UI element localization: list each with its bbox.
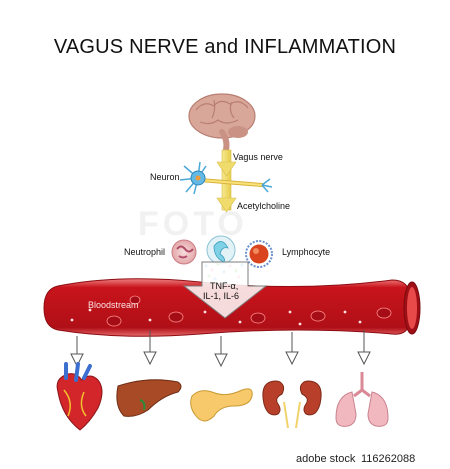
cytokine-arrow [182, 261, 268, 319]
image-id: 116262088 [361, 453, 416, 465]
label-il: IL-1, IL-6 [203, 291, 240, 301]
lungs-icon [335, 372, 389, 427]
page-title: VAGUS NERVE and INFLAMMATION [53, 36, 397, 58]
pancreas-icon [190, 388, 253, 422]
macrophage-icon [206, 235, 236, 265]
label-neutrophil: Neutrophil [124, 247, 166, 257]
label-vagus-nerve: Vagus nerve [233, 152, 283, 162]
lymphocyte-icon [245, 240, 273, 268]
label-tnf: TNF-α, [210, 281, 239, 291]
watermark: FOTO [138, 205, 248, 243]
kidneys-icon [262, 380, 322, 429]
brain-icon [188, 93, 256, 153]
label-neuron: Neuron [150, 172, 180, 182]
neutrophil-icon [171, 239, 197, 265]
heart-icon [56, 362, 103, 431]
label-acetylcholine: Acetylcholine [237, 201, 291, 211]
label-lymphocyte: Lymphocyte [282, 247, 331, 257]
signal-arrow [216, 149, 237, 213]
liver-icon [116, 379, 182, 417]
label-bloodstream: Bloodstream [88, 300, 139, 310]
stock-brand: adobe stock [296, 453, 356, 465]
organ-arrows [70, 330, 371, 368]
footer-bar [0, 452, 450, 469]
neuron-icon [179, 161, 273, 195]
